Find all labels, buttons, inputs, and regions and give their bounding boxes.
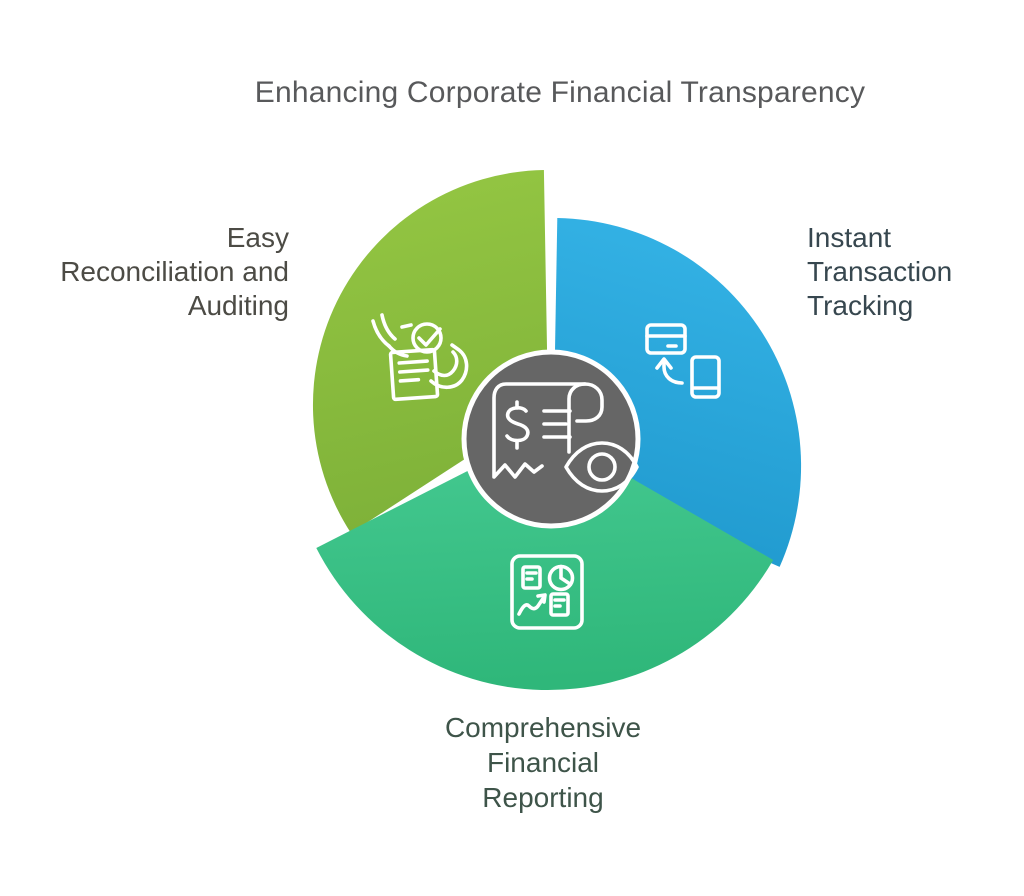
- segment-comprehensive-financial-reporting: [316, 430, 774, 691]
- center-circle: [461, 349, 641, 529]
- card-phone-transfer-icon: [645, 323, 721, 399]
- label-easy-reconciliation-auditing: Easy Reconciliation and Auditing: [60, 222, 289, 321]
- label-instant-transaction-tracking: Instant Transaction Tracking: [807, 222, 953, 321]
- dollar-sign-glyph: [505, 400, 530, 450]
- hands-document-check-icon: [371, 313, 469, 402]
- dashboard-report-icon: [510, 554, 584, 630]
- page-title: Enhancing Corporate Financial Transparen…: [254, 76, 866, 109]
- label-comprehensive-financial-reporting: Comprehensive Financial Reporting: [444, 712, 642, 813]
- receipt-eye-icon: [492, 382, 639, 493]
